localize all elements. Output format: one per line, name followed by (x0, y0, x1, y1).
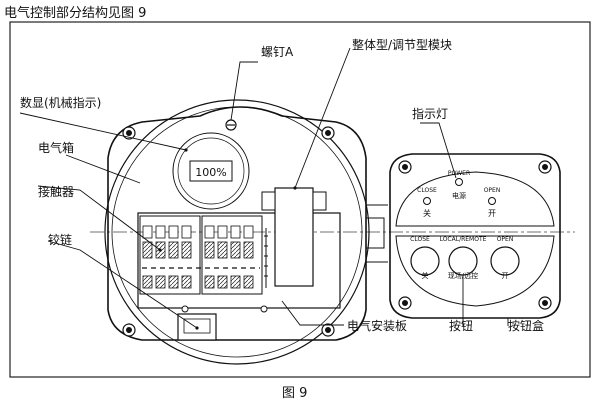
indicator-light-label: 指示灯 (412, 106, 448, 121)
button-box-label: 按钮盒 (508, 318, 544, 333)
screw-a-label: 螺钉A (261, 45, 294, 59)
button-open-cn-label: 开 (502, 272, 509, 280)
button-close-label: CLOSE (410, 236, 430, 243)
button-box (389, 153, 561, 319)
main-housing (104, 99, 370, 365)
hinge-label: 铰链 (48, 232, 72, 247)
housing-screw (122, 126, 335, 337)
power-cn-label: 电源 (452, 191, 466, 200)
bolt-marks (181, 305, 268, 313)
terminal-pins (264, 228, 268, 288)
connector-neck (365, 204, 388, 263)
indicator-open-cn-label: 开 (488, 209, 496, 218)
screw-a (225, 119, 237, 131)
drawing-frame (9, 21, 591, 378)
power-label: POWER (448, 170, 470, 177)
indicator-open-label: OPEN (484, 187, 501, 194)
contactor-label: 接触器 (38, 184, 74, 199)
indicator-close-cn-label: 关 (423, 208, 431, 218)
leader-dots (158, 148, 297, 330)
mounting-plate (137, 212, 341, 309)
module-label: 整体型/调节型模块 (352, 37, 452, 52)
control-module (261, 187, 327, 287)
button-close-cn-label: 关 (422, 271, 429, 280)
display-value: 100% (195, 166, 226, 179)
contactor-block (139, 215, 263, 295)
mounting-plate-label: 电气安装板 (347, 318, 407, 333)
digital-display-label: 数显(机械指示) (20, 95, 101, 110)
hinge (177, 313, 217, 341)
digital-display: 100% (172, 132, 250, 210)
leader-lines (19, 47, 509, 329)
figure-caption: 图 9 (282, 386, 308, 401)
indicator-close-label: CLOSE (417, 187, 437, 194)
button-label: 按钮 (449, 318, 473, 333)
button-box-screw (398, 160, 552, 310)
button-local-remote-label: LOCAL/REMOTE (440, 236, 487, 243)
page-title: 电气控制部分结构见图 9 (4, 6, 147, 21)
electric-box-label: 电气箱 (38, 140, 74, 155)
push-buttons (410, 246, 520, 276)
indicator-lamps (423, 178, 496, 205)
button-open-label: OPEN (497, 236, 514, 243)
